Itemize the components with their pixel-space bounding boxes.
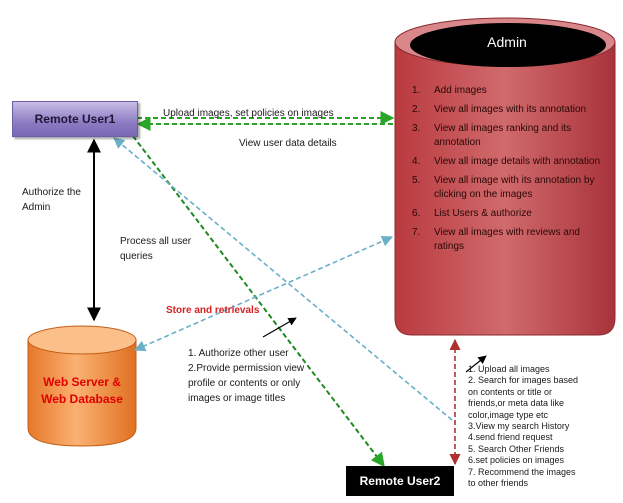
remote-user2-operation-line: 5. Search Other Friends <box>468 443 565 454</box>
store-retrievals-label: Store and retrievals <box>166 305 260 316</box>
remote-user2-operation-line: 2. Search for images based <box>468 375 579 386</box>
remote-user1-to-remote-user2-arrow <box>132 135 385 468</box>
remote-user1-label: Remote User1 <box>34 112 116 126</box>
remote-user1-box: Remote User1 <box>12 101 138 137</box>
admin-feature-item: 2. View all images with its annotation <box>412 103 612 117</box>
database-label-line2: Web Database <box>41 392 123 406</box>
admin-feature-text: View all images with its annotation <box>434 104 587 115</box>
database-label-line1: Web Server & <box>43 375 121 389</box>
remote-user2-operation-line: friends,or meta data like <box>468 398 565 409</box>
database-to-admin-arrow <box>133 235 394 352</box>
remote-user2-operation-line: 1. Upload all images <box>468 364 550 374</box>
upload-pointer-arrow <box>465 355 487 373</box>
database-label: Web Server & Web Database <box>28 374 136 408</box>
process-queries-label: Process all user queries <box>120 236 192 262</box>
admin-feature-item: 1. Add images <box>412 84 612 98</box>
admin-feature-item: 6. List Users & authorize <box>412 207 612 221</box>
authorize-admin-label: Authorize the Admin <box>22 187 81 213</box>
remote-user2-operation-line: to other friends <box>468 478 529 489</box>
admin-feature-item: 4. View all image details with annotation <box>412 155 612 169</box>
user-operations-label: 1. Authorize other user 2.Provide permis… <box>188 348 305 404</box>
remote-user2-box: Remote User2 <box>346 466 454 496</box>
admin-feature-text: List Users & authorize <box>434 208 532 219</box>
admin-feature-text: Add images <box>434 85 487 96</box>
admin-feature-text: View all images ranking and its annotati… <box>434 123 572 148</box>
admin-feature-text: View all image details with annotation <box>434 156 601 167</box>
remote-user2-operation-line: 6.set policies on images <box>468 455 565 466</box>
admin-title-ellipse <box>410 23 606 67</box>
admin-feature-number: 6. <box>412 208 421 219</box>
database-cylinder <box>27 325 137 447</box>
admin-feature-number: 4. <box>412 156 421 167</box>
remote-user2-operation-line: on contents or title or <box>468 386 553 397</box>
admin-feature-number: 5. <box>412 175 421 186</box>
admin-feature-number: 7. <box>412 227 421 238</box>
admin-feature-item: 7. View all images with reviews and ratin… <box>412 226 612 254</box>
admin-feature-item: 3. View all images ranking and its annota… <box>412 122 612 150</box>
remote-user2-to-remote-user1-arrow <box>113 137 453 421</box>
admin-feature-number: 1. <box>412 85 421 96</box>
admin-feature-text: View all image with its annotation by cl… <box>434 175 595 200</box>
remote-user2-operation-line: 4.send friend request <box>468 432 553 443</box>
admin-feature-list: 1. Add images 2. View all images with its a… <box>412 84 612 259</box>
admin-cylinder <box>394 17 616 336</box>
admin-feature-number: 2. <box>412 104 421 115</box>
admin-feature-number: 3. <box>412 123 421 134</box>
remote-user2-label: Remote User2 <box>359 474 441 488</box>
remote-user2-operation-line: color,image type etc <box>468 409 549 420</box>
admin-feature-text: View all images with reviews and ratings <box>434 227 580 252</box>
view-user-data-label: View user data details <box>239 138 337 149</box>
admin-title: Admin <box>487 34 527 50</box>
remote-user2-operation-line: 3.View my search History <box>468 421 570 432</box>
store-pointer-arrow <box>262 317 297 338</box>
remote-user2-operation-line: 7. Recommend the images <box>468 466 576 477</box>
admin-feature-item: 5. View all image with its annotation by … <box>412 174 612 202</box>
upload-images-label: Upload images, set policies on images <box>163 108 334 119</box>
